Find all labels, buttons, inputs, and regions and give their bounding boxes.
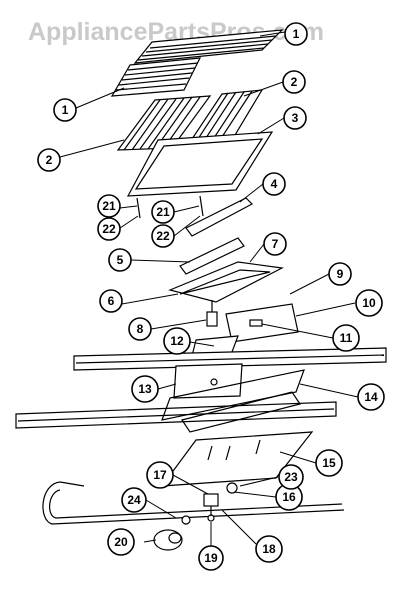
svg-text:20: 20 — [114, 535, 128, 549]
svg-text:12: 12 — [170, 334, 184, 348]
svg-text:14: 14 — [364, 390, 378, 404]
callout: 23 — [278, 464, 304, 490]
callout: 14 — [357, 383, 385, 411]
svg-text:19: 19 — [204, 551, 218, 565]
part-grate-lower — [110, 57, 202, 97]
svg-text:17: 17 — [153, 468, 167, 482]
part-shield — [168, 261, 284, 303]
callout: 10 — [355, 289, 383, 317]
part-channel — [185, 197, 253, 237]
callout: 21 — [97, 194, 121, 218]
svg-text:8: 8 — [137, 322, 144, 336]
svg-text:22: 22 — [156, 229, 170, 243]
svg-text:15: 15 — [322, 456, 336, 470]
callout: 21 — [151, 200, 175, 224]
svg-text:6: 6 — [108, 294, 115, 308]
svg-text:5: 5 — [117, 253, 124, 267]
callout: 22 — [151, 224, 175, 248]
svg-text:1: 1 — [293, 27, 300, 41]
callout: 1 — [284, 22, 308, 46]
callout: 19 — [198, 545, 224, 571]
callout: 3 — [283, 106, 307, 130]
svg-text:4: 4 — [271, 177, 278, 191]
callout: 6 — [99, 289, 123, 313]
svg-text:11: 11 — [340, 331, 353, 345]
callout: 4 — [262, 172, 286, 196]
svg-text:21: 21 — [156, 205, 170, 219]
part-valve-bracket — [206, 300, 299, 343]
part-clips — [136, 195, 204, 219]
callout: 13 — [131, 375, 159, 403]
part-valve — [203, 482, 238, 522]
callout: 17 — [146, 461, 174, 489]
callout: 5 — [108, 248, 132, 272]
part-tube — [179, 237, 245, 275]
part-grate-top — [133, 29, 284, 64]
callout: 1 — [53, 98, 77, 122]
svg-text:9: 9 — [337, 267, 344, 281]
callout: 8 — [128, 317, 152, 341]
callout: 9 — [328, 262, 352, 286]
svg-text:18: 18 — [262, 542, 276, 556]
svg-text:7: 7 — [272, 237, 279, 251]
part-housing — [161, 363, 305, 433]
svg-text:10: 10 — [362, 296, 376, 310]
callout: 12 — [163, 327, 191, 355]
part-knob — [153, 515, 191, 551]
part-bracket — [160, 431, 314, 487]
svg-text:2: 2 — [291, 75, 298, 89]
svg-text:21: 21 — [102, 199, 116, 213]
callout: 16 — [275, 483, 303, 511]
svg-text:16: 16 — [282, 490, 296, 504]
part-burner-rod — [42, 481, 345, 525]
svg-text:23: 23 — [284, 470, 298, 484]
callout: 24 — [121, 487, 147, 513]
callout: 20 — [107, 528, 135, 556]
svg-text:22: 22 — [102, 222, 116, 236]
leader-lines — [59, 31, 359, 550]
part-rail-upper — [73, 347, 387, 371]
part-rail-lower — [15, 401, 337, 429]
svg-text:2: 2 — [46, 153, 53, 167]
callout: 18 — [255, 535, 283, 563]
svg-text:1: 1 — [62, 103, 69, 117]
svg-text:13: 13 — [138, 382, 152, 396]
callout: 22 — [97, 217, 121, 241]
callout: 2 — [282, 70, 306, 94]
callout: 11 — [332, 324, 360, 352]
svg-text:3: 3 — [292, 111, 299, 125]
callout: 2 — [37, 148, 61, 172]
svg-text:24: 24 — [127, 493, 141, 507]
part-drip-tray — [126, 131, 274, 197]
callout: 15 — [315, 449, 343, 477]
callout: 7 — [263, 232, 287, 256]
